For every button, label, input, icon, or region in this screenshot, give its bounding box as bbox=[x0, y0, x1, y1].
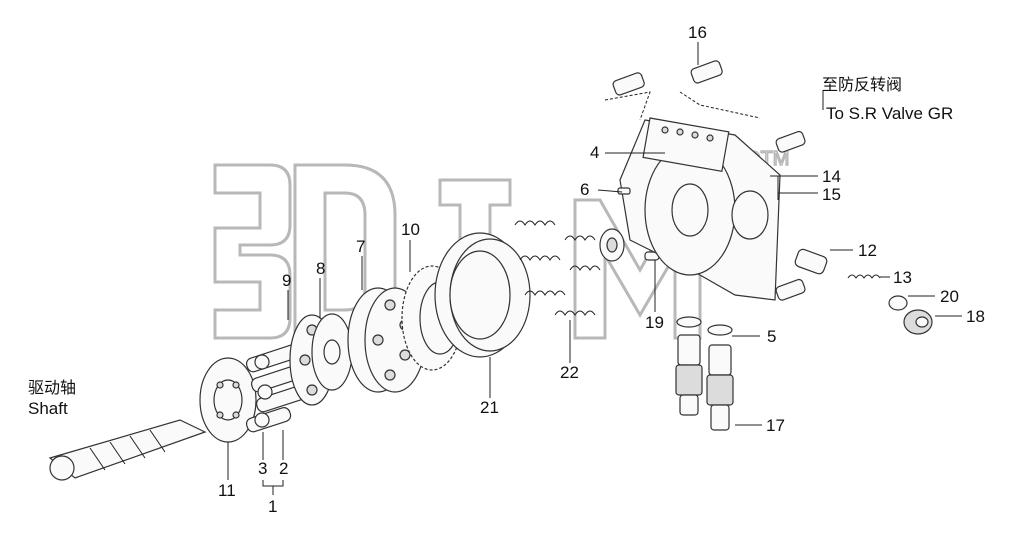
part-11-flange bbox=[199, 357, 257, 443]
part-21-ring bbox=[434, 232, 531, 358]
callout-1: 1 bbox=[268, 497, 277, 516]
valve-caption-en: To S.R Valve GR bbox=[826, 104, 953, 123]
part-17-valves bbox=[675, 316, 734, 431]
callout-16: 16 bbox=[688, 23, 707, 42]
callout-15: 15 bbox=[822, 185, 841, 204]
callout-13: 13 bbox=[893, 268, 912, 287]
callout-19: 19 bbox=[645, 313, 664, 332]
shaft-caption-en: Shaft bbox=[28, 399, 68, 418]
leader-lines bbox=[227, 42, 962, 495]
part-6-pin bbox=[617, 187, 631, 195]
part-20-oring bbox=[888, 295, 908, 311]
callout-9: 9 bbox=[282, 271, 291, 290]
part-8-ball-guide bbox=[311, 313, 353, 391]
callout-2: 2 bbox=[279, 459, 288, 478]
callout-6: 6 bbox=[580, 180, 589, 199]
callout-21: 21 bbox=[480, 398, 499, 417]
part-12-plug bbox=[794, 248, 828, 275]
valve-caption-cn: 至防反转阀 bbox=[822, 75, 902, 94]
callout-14: 14 bbox=[822, 167, 841, 186]
callout-11: 11 bbox=[218, 481, 236, 500]
callout-18: 18 bbox=[966, 307, 985, 326]
part-16-bolts bbox=[604, 60, 806, 301]
callout-22: 22 bbox=[560, 363, 579, 382]
callout-8: 8 bbox=[316, 259, 325, 278]
callout-20: 20 bbox=[940, 287, 959, 306]
callout-7: 7 bbox=[356, 237, 365, 256]
part-22-springs bbox=[514, 220, 601, 316]
part-4-housing bbox=[617, 117, 781, 301]
shaft-caption-cn: 驱动轴 bbox=[28, 378, 76, 397]
callout-4: 4 bbox=[590, 143, 599, 162]
callout-17: 17 bbox=[766, 416, 785, 435]
callout-5: 5 bbox=[767, 327, 776, 346]
part-19-valve-plate bbox=[599, 228, 660, 262]
callout-12: 12 bbox=[858, 241, 877, 260]
callout-3: 3 bbox=[258, 459, 267, 478]
part-13-spring bbox=[847, 274, 881, 279]
part-18-plug-cap bbox=[903, 309, 933, 335]
drive-shaft bbox=[48, 419, 207, 481]
callout-10: 10 bbox=[401, 220, 420, 239]
